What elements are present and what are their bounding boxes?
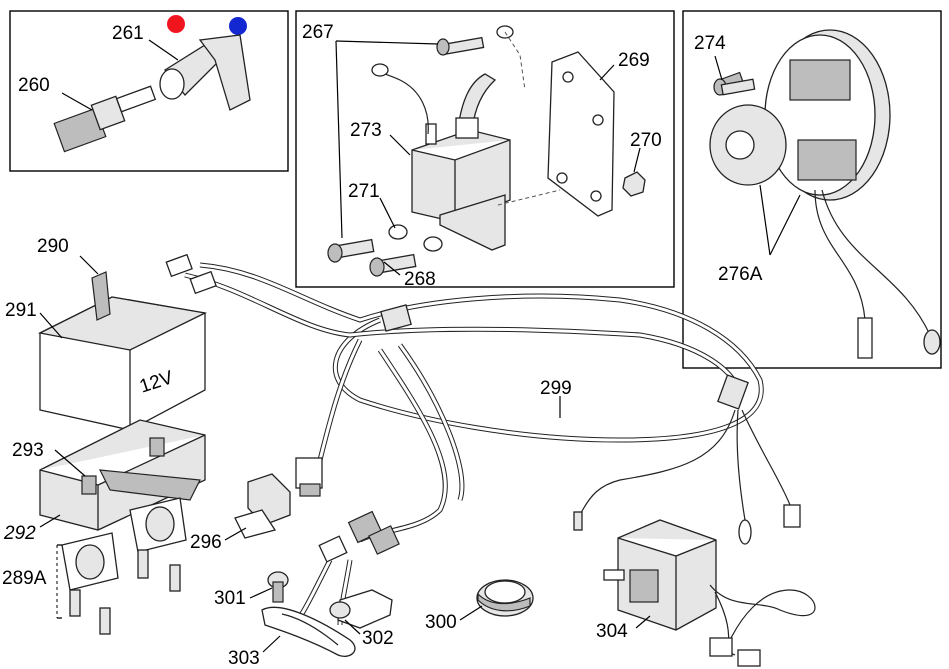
callout-268: 268 <box>404 269 436 290</box>
callout-270: 270 <box>630 130 662 151</box>
callout-296: 296 <box>190 532 222 553</box>
callout-293: 293 <box>12 440 44 461</box>
blue-marker <box>229 17 247 35</box>
spark-plug <box>53 85 157 153</box>
callout-290: 290 <box>37 236 69 257</box>
ignition-coil-inset <box>295 10 675 288</box>
callout-260: 260 <box>18 75 50 96</box>
spark-plug-cap <box>159 34 251 111</box>
callout-labels: 260 261 267 268 269 270 271 273 274 276A… <box>2 22 763 669</box>
callout-299: 299 <box>540 378 572 399</box>
callout-304: 304 <box>596 621 628 642</box>
wiring-harness <box>165 253 801 632</box>
stator-assembly <box>709 29 941 359</box>
battery-clamps <box>61 497 187 635</box>
callout-291: 291 <box>5 300 37 321</box>
callout-267: 267 <box>302 22 334 43</box>
insulating-tape <box>476 579 534 617</box>
callout-273: 273 <box>350 120 382 141</box>
stator-inset <box>682 10 942 369</box>
red-marker <box>167 15 185 33</box>
coil-bolts <box>327 25 756 277</box>
callout-300: 300 <box>425 612 457 633</box>
callout-301: 301 <box>214 588 246 609</box>
callout-302: 302 <box>362 628 394 649</box>
callout-271: 271 <box>348 181 380 202</box>
coil-bracket <box>547 51 615 217</box>
ignition-coil <box>371 63 511 251</box>
spark-plug-inset <box>9 10 289 172</box>
callout-274: 274 <box>694 33 726 54</box>
callout-303: 303 <box>228 648 260 669</box>
callout-289a: 289A <box>2 568 47 589</box>
relay <box>234 473 291 539</box>
callout-276a: 276A <box>718 264 763 285</box>
switch-plate <box>261 571 393 657</box>
leader-lines <box>39 39 801 653</box>
battery-charger <box>603 519 816 667</box>
callout-261: 261 <box>112 23 144 44</box>
callout-292: 292 <box>3 523 36 544</box>
callout-269: 269 <box>618 50 650 71</box>
battery: 12V <box>37 271 208 431</box>
